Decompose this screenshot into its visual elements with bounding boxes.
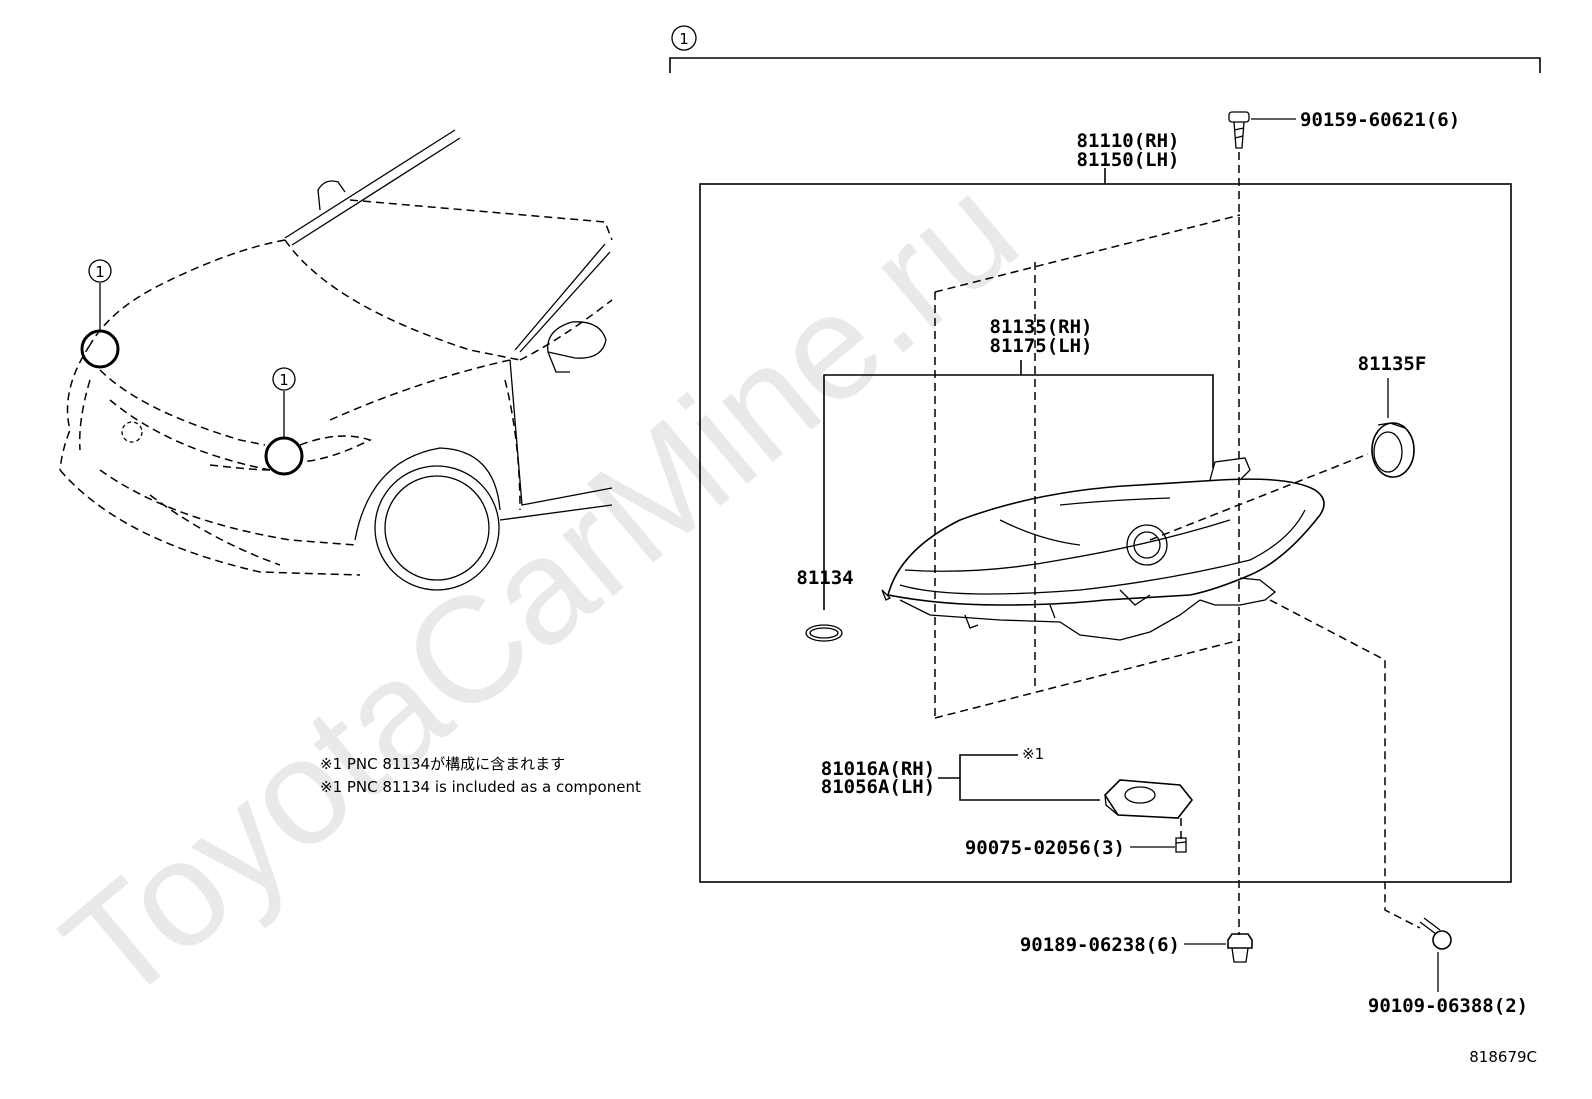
computer-module-icon [1103,779,1194,819]
nut-icon [1227,933,1253,963]
part-81016a-rh: 81016A(RH) [821,758,935,780]
vehicle-callout-2: 1 [279,371,289,389]
vehicle-callout-1: 1 [95,263,105,281]
part-81110-rh: 81110(RH) [1077,130,1180,152]
part-90189-06238: 90189-06238(6) [1020,934,1180,956]
part-90075-02056: 90075-02056(3) [965,837,1125,859]
headlamp-unit-icon [881,457,1325,641]
cover-cap-icon [1371,422,1415,478]
assembly-ref-number: 1 [679,30,689,48]
part-81135-rh: 81135(RH) [990,316,1093,338]
gasket-ring-icon [805,624,843,642]
part-81056a-lh: 81056A(LH) [821,776,935,798]
illustration-id: 818679C [1469,1048,1537,1066]
screw-icon [1228,111,1250,149]
small-screw-icon [1175,837,1187,853]
watermark: ToyotaCarMine.ru [33,145,1048,1035]
note-japanese: ※1 PNC 81134が構成に含まれます [320,755,565,773]
assembly-bracket: 1 [669,25,1541,73]
vehicle-front-illustration: 1 1 [59,129,613,591]
part-81134: 81134 [796,567,853,589]
computer-note-mark: ※1 [1022,745,1044,763]
note-english: ※1 PNC 81134 is included as a component [320,778,641,796]
part-81135f: 81135F [1358,353,1427,375]
part-81175-lh: 81175(LH) [990,335,1093,357]
part-90109-06388: 90109-06388(2) [1368,995,1528,1017]
bolt-icon [1419,917,1452,950]
part-81150-lh: 81150(LH) [1077,149,1180,171]
part-90159-60621: 90159-60621(6) [1300,109,1460,131]
